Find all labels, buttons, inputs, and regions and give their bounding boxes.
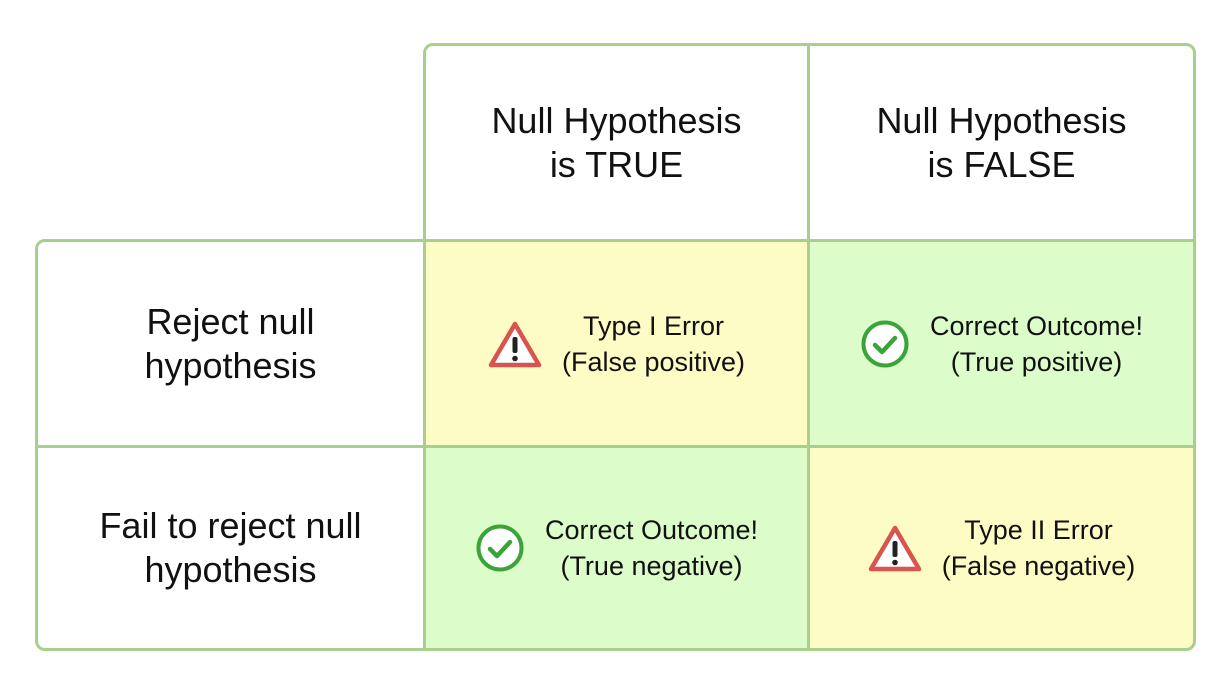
outcome-label: Type II Error (False negative) bbox=[941, 515, 1136, 581]
column-header-label: Null Hypothesis is FALSE bbox=[876, 100, 1127, 185]
column-header-null-false: Null Hypothesis is FALSE bbox=[807, 43, 1196, 243]
row-header-reject: Reject null hypothesis bbox=[35, 239, 426, 448]
outcome-label: Type I Error (False positive) bbox=[561, 310, 746, 377]
column-header-label: Null Hypothesis is TRUE bbox=[491, 100, 742, 185]
row-header-label: Reject null hypothesis bbox=[144, 300, 317, 386]
check-circle-icon bbox=[861, 320, 909, 367]
warning-icon bbox=[488, 321, 542, 367]
column-header-null-true: Null Hypothesis is TRUE bbox=[423, 43, 810, 243]
cell-true-positive: Correct Outcome! (True positive) bbox=[807, 239, 1196, 448]
row-header-fail-to-reject: Fail to reject null hypothesis bbox=[35, 445, 426, 651]
cell-type-ii-error: Type II Error (False negative) bbox=[807, 445, 1196, 651]
cell-type-i-error: Type I Error (False positive) bbox=[423, 239, 810, 448]
row-header-label: Fail to reject null hypothesis bbox=[99, 505, 362, 590]
warning-icon bbox=[868, 525, 921, 572]
outcome-label: Correct Outcome! (True negative) bbox=[544, 515, 759, 581]
check-circle-icon bbox=[476, 524, 524, 572]
outcome-label: Correct Outcome! (True positive) bbox=[929, 310, 1144, 377]
cell-true-negative: Correct Outcome! (True negative) bbox=[423, 445, 810, 651]
